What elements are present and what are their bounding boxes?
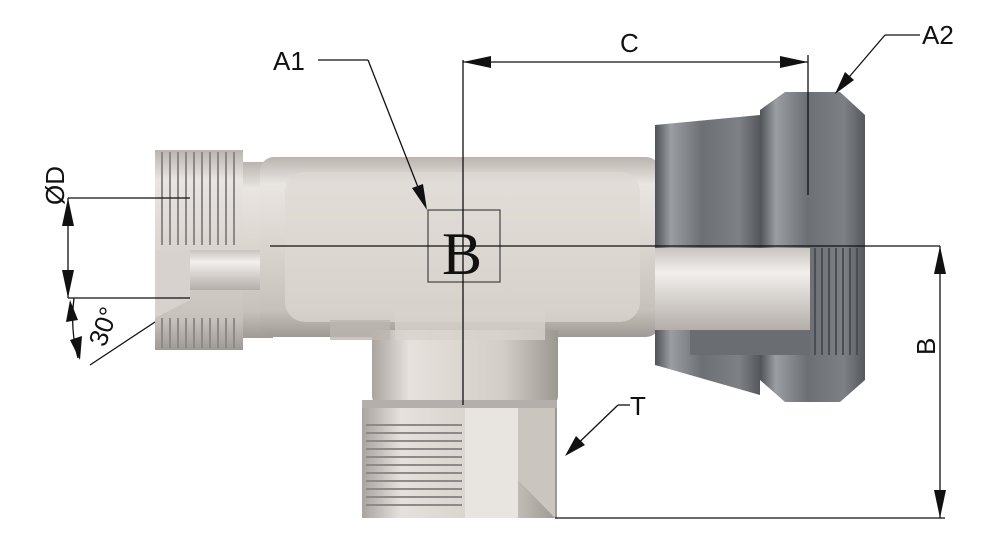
center-mark-label: B	[442, 221, 482, 287]
label-t: T	[630, 391, 646, 421]
dimension-lines	[62, 34, 946, 519]
label-d: ØD	[40, 166, 70, 205]
label-a1: A1	[273, 46, 305, 76]
label-angle: 30°	[82, 303, 124, 350]
label-c: C	[620, 28, 639, 58]
label-a2: A2	[922, 20, 954, 50]
right-nut	[655, 92, 865, 402]
bottom-threaded-end	[362, 400, 557, 518]
left-threaded-end	[155, 150, 275, 350]
label-b-side: B	[911, 338, 941, 355]
